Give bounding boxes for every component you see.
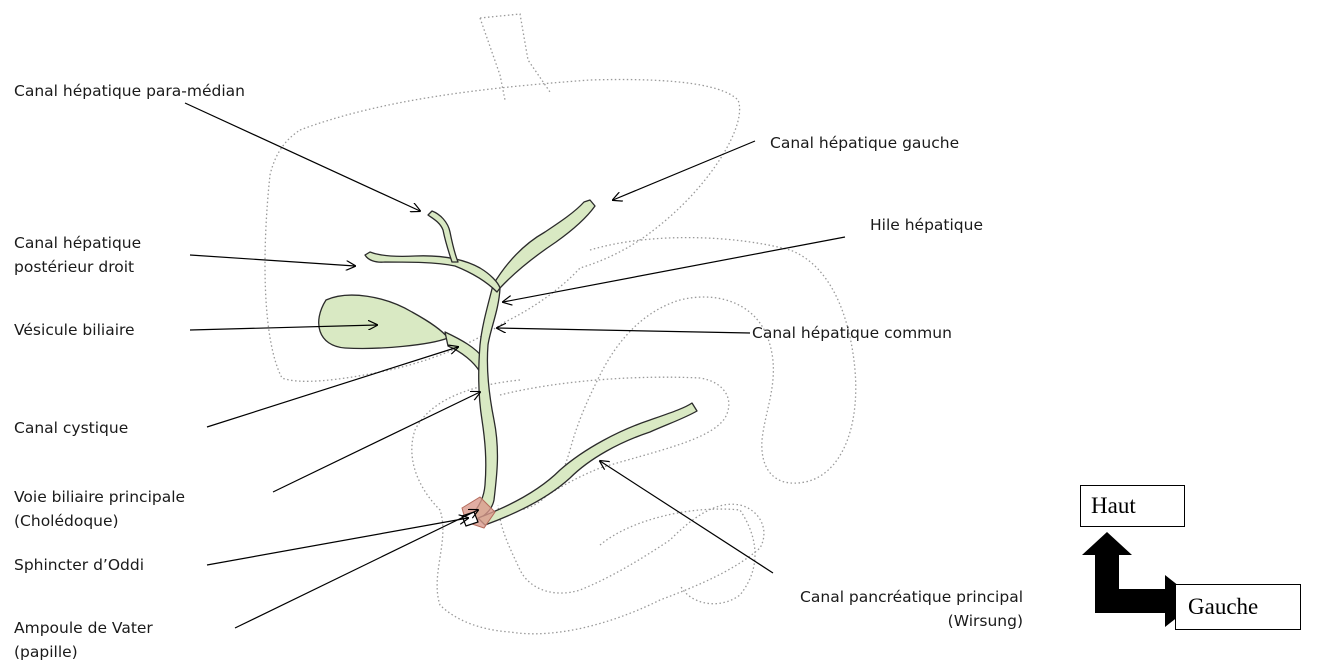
arrow-hile bbox=[503, 237, 845, 302]
arrow-sphincter bbox=[207, 518, 468, 565]
common-duct-shape bbox=[472, 285, 500, 520]
jejunum-outline bbox=[600, 509, 755, 604]
left-hepatic-duct-shape bbox=[493, 200, 595, 288]
biliary-ducts bbox=[319, 200, 697, 525]
label-ampoule-de-vater: Ampoule de Vater (papille) bbox=[14, 616, 153, 664]
arrow-cystique bbox=[207, 347, 458, 427]
label-line: (papille) bbox=[14, 640, 153, 664]
esophagus-outline bbox=[480, 14, 550, 100]
gallbladder-shape bbox=[319, 295, 448, 348]
label-voie-biliaire-principale: Voie biliaire principale (Cholédoque) bbox=[14, 485, 185, 533]
arrow-para-median bbox=[185, 103, 420, 211]
arrow-voie bbox=[273, 392, 480, 492]
arrow-wirsung bbox=[600, 461, 773, 573]
arrow-gauche bbox=[613, 141, 755, 200]
label-canal-pancreatique-principal: Canal pancréatique principal (Wirsung) bbox=[800, 585, 1023, 633]
label-canal-hepatique-posterieur-droit: Canal hépatique postérieur droit bbox=[14, 231, 141, 279]
wirsung-duct-shape bbox=[478, 403, 697, 525]
label-line: postérieur droit bbox=[14, 255, 141, 279]
label-line: (Cholédoque) bbox=[14, 509, 185, 533]
label-line: (Wirsung) bbox=[800, 609, 1023, 633]
arrow-commun bbox=[497, 328, 750, 333]
label-canal-cystique: Canal cystique bbox=[14, 416, 128, 440]
label-vesicule-biliaire: Vésicule biliaire bbox=[14, 318, 135, 342]
label-sphincter-oddi: Sphincter d’Oddi bbox=[14, 553, 144, 577]
orientation-gauche-box: Gauche bbox=[1175, 584, 1301, 630]
paramedian-duct-shape bbox=[428, 211, 458, 262]
orientation-haut-box: Haut bbox=[1080, 485, 1185, 527]
label-canal-hepatique-gauche: Canal hépatique gauche bbox=[770, 131, 959, 155]
label-line: Voie biliaire principale bbox=[14, 485, 185, 509]
right-hepatic-duct-shape bbox=[365, 252, 500, 292]
label-line: Canal hépatique bbox=[14, 231, 141, 255]
label-canal-hepatique-commun: Canal hépatique commun bbox=[752, 321, 952, 345]
arrow-posterieur bbox=[190, 255, 355, 266]
leader-arrows bbox=[185, 103, 845, 628]
label-hile-hepatique: Hile hépatique bbox=[870, 213, 983, 237]
label-line: Canal pancréatique principal bbox=[800, 585, 1023, 609]
label-line: Ampoule de Vater bbox=[14, 616, 153, 640]
arrow-ampoule bbox=[235, 510, 478, 628]
label-canal-hepatique-para-median: Canal hépatique para-médian bbox=[14, 79, 245, 103]
